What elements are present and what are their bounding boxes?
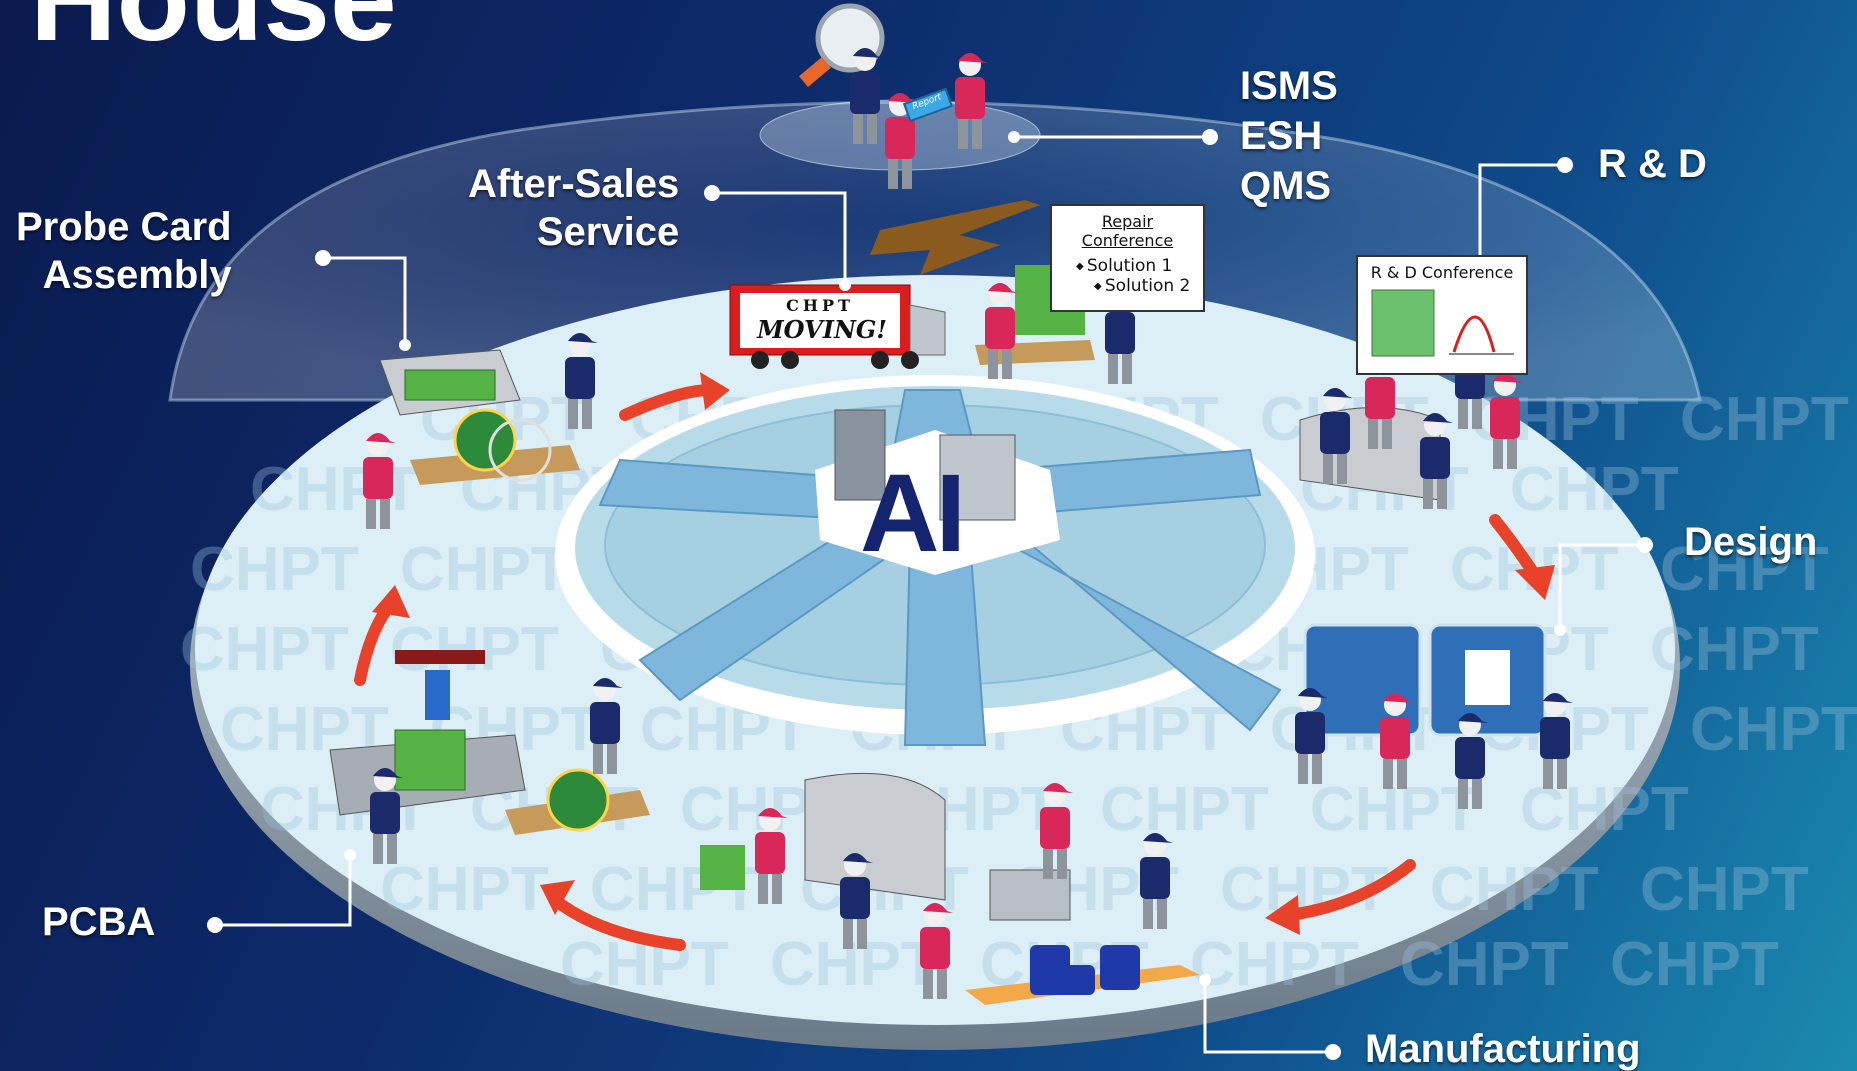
repair-solution-list: Solution 1 Solution 2	[1076, 256, 1197, 296]
worker-figure	[1420, 413, 1453, 509]
watermark-text: CHPT	[380, 855, 549, 924]
workers-group	[363, 48, 1573, 999]
watermark-text: CHPT	[180, 615, 349, 684]
worker-figure	[850, 48, 883, 144]
watermark-text: CHPT	[1690, 695, 1857, 764]
worker-figure	[1140, 833, 1173, 929]
repair-board-title: Repair Conference	[1081, 212, 1174, 250]
watermark-text: CHPT	[770, 930, 939, 999]
leader-manufacturing	[1203, 980, 1333, 1054]
worker-figure	[755, 808, 788, 904]
leader-design	[1558, 543, 1645, 630]
worker-figure	[363, 433, 396, 529]
server-icons	[834, 409, 1016, 521]
watermark-text: CHPT	[1660, 535, 1829, 604]
label-design: Design	[1684, 520, 1818, 564]
watermark-text: CHPT	[1430, 855, 1599, 924]
truck-slogan: MOVING!	[757, 315, 887, 344]
worker-figure	[565, 333, 598, 429]
page-title: House	[30, 0, 397, 68]
ai-center-label: AI	[860, 452, 966, 575]
worker-figure	[370, 768, 403, 864]
worker-figure	[1380, 693, 1413, 789]
watermark-text: CHPT	[1100, 775, 1269, 844]
leader-probe-card	[323, 256, 407, 345]
watermark-text: CHPT	[1310, 775, 1479, 844]
probe-card-station	[379, 349, 580, 485]
worker-figure	[920, 903, 953, 999]
repair-solution-item: Solution 1	[1076, 256, 1197, 276]
leader-lines	[215, 135, 1645, 1054]
road-star	[598, 389, 1282, 746]
repair-conference-board: Repair Conference Solution 1 Solution 2	[1050, 204, 1205, 312]
label-after-sales: After-Sales Service	[468, 162, 680, 254]
leader-pcba	[215, 855, 352, 927]
arrow-heads	[372, 372, 1555, 935]
worker-figure	[1320, 388, 1353, 484]
rd-board-title: R & D Conference	[1370, 263, 1514, 282]
arrow-design-to-manufacturing	[1284, 859, 1416, 921]
watermark-text: CHPT	[1190, 930, 1359, 999]
leader-rd	[1478, 163, 1565, 270]
label-qms: QMS	[1240, 164, 1332, 208]
watermark-text: CHPT	[390, 615, 559, 684]
worker-figure	[1040, 783, 1073, 879]
worker-figure	[590, 678, 623, 774]
label-isms: ISMS	[1240, 64, 1338, 108]
worker-figure	[955, 53, 988, 149]
label-rd: R & D	[1598, 142, 1707, 186]
rd-conference-board: R & D Conference	[1356, 255, 1528, 375]
watermark-text: CHPT	[250, 455, 419, 524]
label-pcba: PCBA	[42, 900, 156, 944]
label-esh: ESH	[1240, 114, 1323, 158]
worker-figure	[1295, 688, 1328, 784]
label-manufacturing: Manufacturing	[1365, 1027, 1641, 1071]
watermark-text: CHPT	[1510, 455, 1679, 524]
label-probe-card: Probe Card Assembly	[16, 205, 232, 297]
watermark-text: CHPT	[1680, 385, 1849, 454]
watermark-text: CHPT	[1640, 855, 1809, 924]
watermark-text: CHPT	[190, 535, 359, 604]
airplane-icon	[870, 200, 1040, 275]
server-right-icon	[939, 434, 1016, 521]
arrow-manufacturing-to-pcba	[549, 894, 686, 951]
worker-figure	[840, 853, 873, 949]
worker-figure	[1490, 373, 1523, 469]
watermark-text: CHPT	[400, 535, 569, 604]
worker-figure	[1540, 693, 1573, 789]
leader-after-sales	[712, 191, 847, 285]
worker-figure	[1455, 713, 1488, 809]
watermark-text: CHPT	[1610, 930, 1779, 999]
manufacturing-station	[700, 772, 1200, 1005]
repair-solution-item: Solution 2	[1094, 276, 1197, 296]
truck-brand: CHPT	[786, 296, 854, 315]
worker-figure	[985, 283, 1018, 379]
truck-icon	[729, 284, 946, 369]
watermark-text: CHPT	[1400, 930, 1569, 999]
rd-chart-icon	[1371, 289, 1514, 357]
server-left-icon	[834, 409, 886, 501]
watermark-text: CHPT	[1650, 615, 1819, 684]
